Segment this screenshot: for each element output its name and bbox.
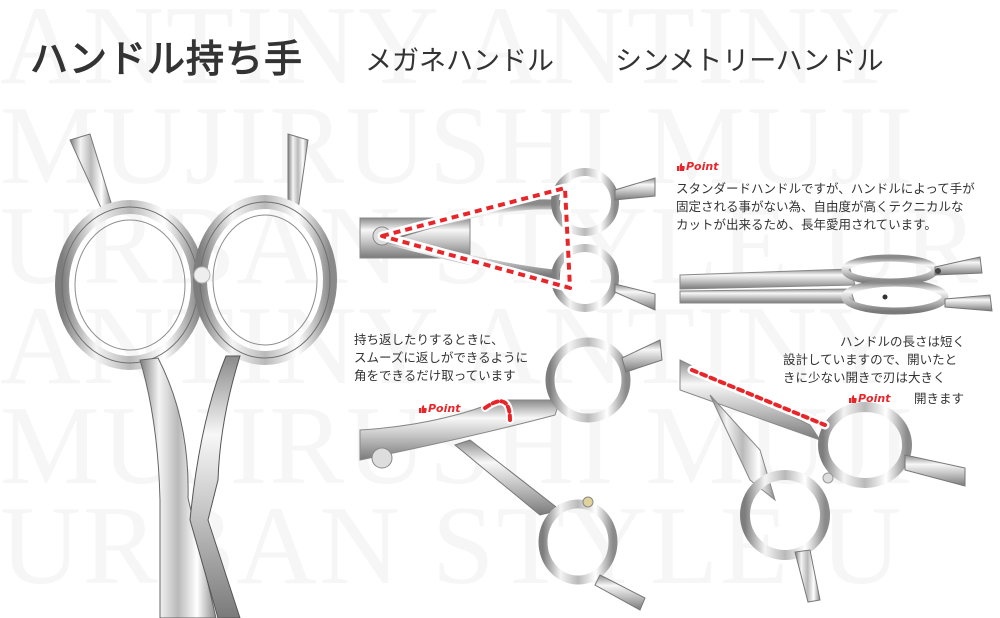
short-handle-description-line-3: きに少ない開きで刃は大きく <box>783 370 946 385</box>
subtitle-glasses-handle: メガネハンドル <box>365 46 554 77</box>
rounded-corner-description: 持ち返したりするときに、 スムーズに返しができるように 角をできるだけ取っていま… <box>354 332 529 383</box>
short-handle-scissors-illustration <box>679 330 1000 618</box>
main-scissors-illustration <box>40 120 337 618</box>
side-view-scissors-illustration <box>679 245 1000 325</box>
short-handle-description-line-2: 設計していますので、開いたと <box>783 352 958 367</box>
scissors-triangle-icon <box>359 168 656 312</box>
point-badge: Point <box>848 392 890 405</box>
short-handle-description-line-4: 開きます <box>914 391 965 406</box>
point-label: Point <box>686 160 719 173</box>
scissors-side-icon <box>679 254 993 315</box>
scissors-angled-icon <box>679 359 966 603</box>
point-label: Point <box>428 402 461 415</box>
standard-handle-description: スタンダードハンドルですが、ハンドルによって手が 固定される事がない為、自由度が… <box>676 181 975 232</box>
standard-handle-panel <box>359 160 670 320</box>
thumbs-up-icon <box>677 162 685 171</box>
scissors-front-icon <box>55 133 337 618</box>
short-handle-description-line-1: ハンドルの長さは短く <box>840 334 966 349</box>
scissors-open-icon <box>359 337 663 611</box>
thumbs-up-icon <box>849 394 857 403</box>
point-label: Point <box>858 392 891 405</box>
header: ハンドル持ち手 メガネハンドル シンメトリーハンドル <box>0 0 1000 100</box>
thumbs-up-icon <box>419 404 427 413</box>
rounded-corner-scissors-illustration <box>359 330 670 618</box>
subtitle-symmetry-handle: シンメトリーハンドル <box>615 46 884 77</box>
page-title: ハンドル持ち手 <box>30 37 304 81</box>
point-badge: Point <box>676 160 718 173</box>
point-badge: Point <box>418 402 460 415</box>
